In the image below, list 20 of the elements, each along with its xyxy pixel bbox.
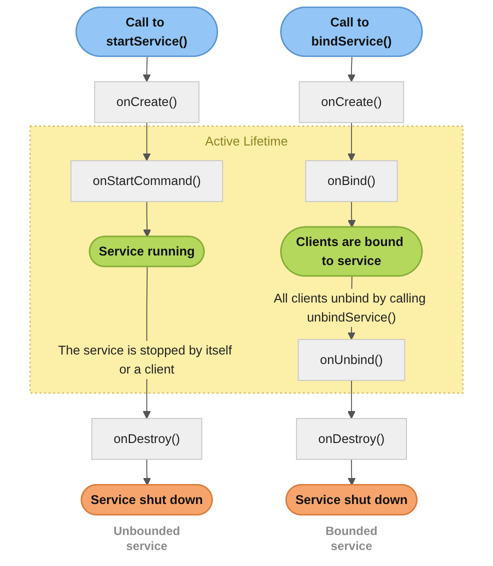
arrow: [347, 56, 356, 82]
column-caption: Unbounded service: [112, 524, 182, 554]
arrow: [347, 380, 356, 419]
node-box: onBind(): [305, 160, 398, 202]
node-box: onCreate(): [94, 81, 200, 123]
node-box: onDestroy(): [91, 418, 202, 460]
node-box: onDestroy(): [296, 418, 407, 460]
node-box: onUnbind(): [298, 339, 406, 381]
arrow: [142, 122, 151, 162]
arrow: [348, 458, 356, 486]
arrow: [142, 56, 151, 82]
arrow: [143, 201, 152, 238]
arrow: [348, 201, 356, 228]
column-caption: Bounded service: [324, 524, 378, 554]
arrow: [347, 122, 356, 162]
edge-label: The service is stopped by itself or a client: [58, 342, 232, 376]
node-box: onCreate(): [298, 81, 404, 123]
node-box: onStartCommand(): [70, 160, 224, 202]
arrow: [143, 458, 151, 486]
edge-label: All clients unbind by calling unbindService(): [274, 290, 426, 324]
